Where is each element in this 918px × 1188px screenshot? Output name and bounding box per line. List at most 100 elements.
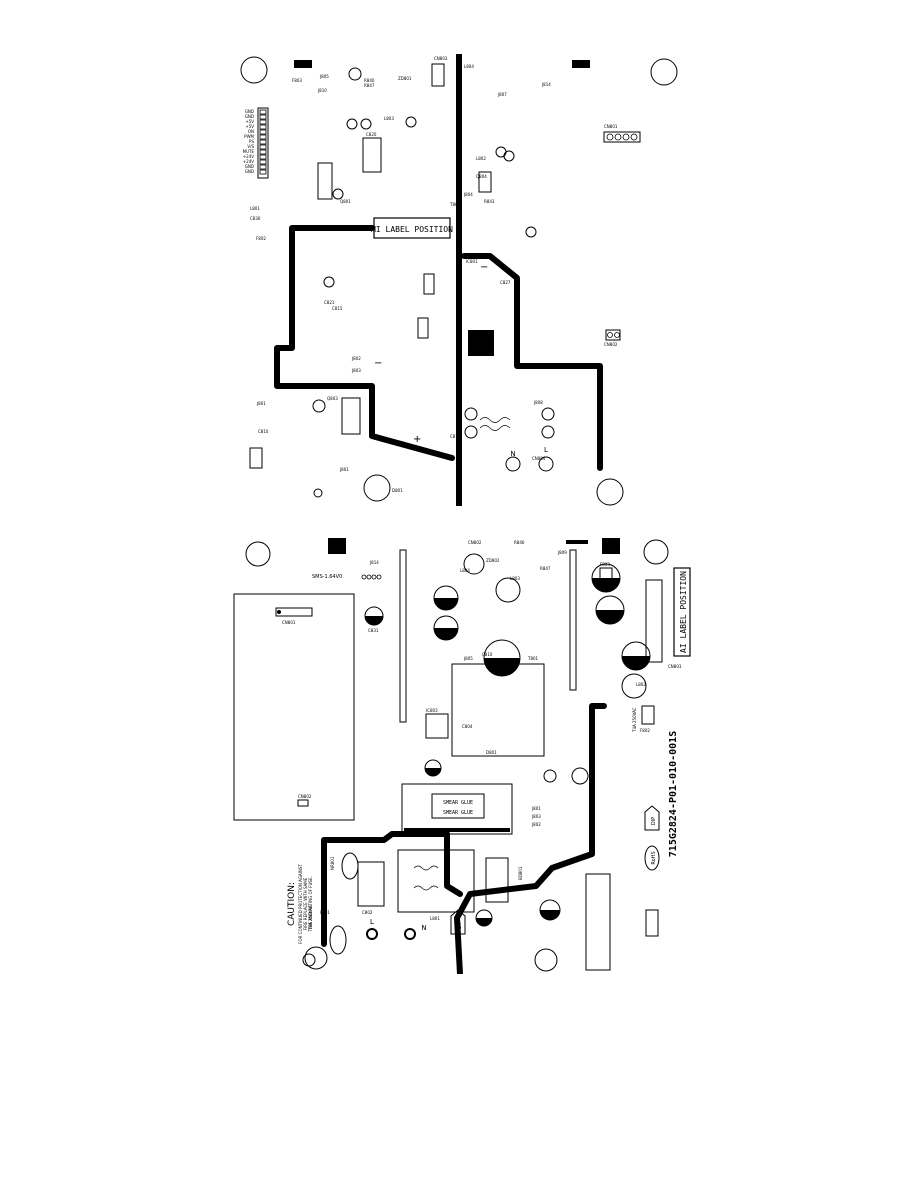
l801-coil-1 (413, 865, 439, 871)
b-left-trace (321, 831, 463, 947)
b-ref-c810: C810 (482, 652, 493, 657)
smear-glue-1: SMEAR GLUE (443, 800, 473, 806)
ic-block-center (423, 273, 435, 295)
ref-zd801: ZD801 (398, 76, 412, 81)
b-header-left (399, 549, 407, 723)
ic-block-right (478, 171, 492, 193)
ref-r843: R843 (484, 199, 495, 204)
b-smd-note: SMS-1.64V0 (312, 574, 342, 580)
capacitor-right-3 (525, 226, 537, 238)
part-number: 715G2824-P01-010-001S (668, 731, 679, 857)
b-ref-cn802: CN802 (298, 794, 312, 799)
pin-label-5: PWM (244, 134, 254, 139)
ref-j805: J805 (319, 74, 329, 79)
capacitor-bottom-b (464, 425, 478, 439)
ai-label-box (673, 567, 691, 657)
pin-label-4: ON (248, 129, 254, 134)
cap-c820 (433, 615, 459, 641)
cap-c804 (621, 641, 651, 671)
inductor-bottom-1 (479, 417, 511, 423)
left-power-trace (274, 225, 455, 461)
cap-c830 (591, 563, 621, 593)
cap-c824 (539, 899, 561, 921)
mounting-hole-b-top-right (643, 539, 669, 565)
b-ref-c804: C804 (462, 724, 473, 729)
capacitor-top-2 (346, 118, 358, 130)
terminal-l-label: L (544, 446, 548, 454)
ref-cn804: CN804 (532, 456, 546, 461)
b-ref-l804: L804 (460, 568, 470, 573)
ic-package (468, 330, 494, 356)
capacitor-bottom-c (541, 407, 555, 421)
pin-label-2: +5V (245, 119, 254, 124)
capacitor-right-2 (503, 150, 515, 162)
b-terminal-l-label: L (370, 918, 374, 926)
b-fuse-rating-f802: T4A 250VAC (632, 707, 637, 733)
b-ref-j809: J809 (557, 550, 567, 555)
cn-small-connector (605, 329, 621, 341)
top-board: GND GND +5V +5V ON PWM PS V/S MUTE +24V … (232, 48, 692, 510)
ref-q801: Q801 (340, 199, 351, 204)
b-ref-nr801: NR801 (330, 856, 335, 870)
cap-c802 (424, 759, 442, 777)
ref-q803: Q803 (327, 396, 338, 401)
ic-block-left (317, 162, 333, 200)
caution-block: CAUTION: FOR CONTINUED PROTECTION AGAINS… (287, 864, 313, 944)
ref-c820: C820 (366, 132, 377, 137)
polarity-plus-1: + (413, 434, 421, 445)
b-ref-t801: T801 (527, 656, 539, 661)
b-ref-c831: C831 (368, 628, 379, 633)
b-ref-r846: R846 (514, 540, 525, 545)
ref-r847: R847 (364, 83, 375, 88)
b-ref-j814: J814 (369, 560, 379, 565)
inductor-bottom-2 (479, 425, 511, 431)
ref-j803: J803 (351, 368, 361, 373)
mounting-hole-top-left (240, 56, 268, 84)
cn-right-connector (603, 131, 641, 143)
ref-r840: R840 (364, 78, 375, 83)
ref-nr801: J808 (533, 400, 543, 405)
ref-l802: L802 (476, 156, 486, 161)
terminal-n-ring (505, 456, 521, 472)
b-ref-bd801: BD801 (518, 866, 523, 880)
ref-cn802: CN802 (604, 342, 618, 347)
transformer-t801 (451, 663, 545, 757)
top-board-drawing: GND GND +5V +5V ON PWM PS V/S MUTE +24V … (240, 54, 678, 506)
top-marker-left (294, 60, 312, 68)
polarity-minus-2: − (480, 262, 488, 273)
dip-mark-right: DIP (644, 805, 660, 831)
dip-text-bottom: DIP (457, 921, 463, 929)
ic-block-center-2 (417, 317, 429, 339)
b-ref-c802: C802 (362, 910, 373, 915)
bridge-bd801 (485, 857, 509, 903)
caution-title: CAUTION: (287, 882, 297, 926)
ref-j807: J807 (497, 92, 507, 97)
bottom-board: CN801 CN802 SMS-1.64V0 J814 C831 C810 (232, 532, 692, 977)
center-bus-trace (456, 54, 462, 506)
x-capacitor (357, 861, 385, 907)
caution-line-2: FIRE REPLACE WITH SAME (303, 877, 308, 930)
capacitor-bottom-left (313, 488, 323, 498)
bottom-board-drawing: CN801 CN802 SMS-1.64V0 J814 C831 C810 (233, 538, 691, 977)
l801-coil-2 (413, 885, 439, 891)
ref-c821: C821 (324, 300, 335, 305)
capacitor-top-1 (348, 67, 362, 81)
transformer-block-top (362, 137, 382, 173)
capacitor-bottom-d (541, 425, 555, 439)
fuse-f802 (641, 705, 655, 725)
cn-right-connector-pins (606, 133, 638, 141)
ref-c827: C827 (500, 280, 511, 285)
line-filter-l801 (397, 849, 475, 913)
terminal-n-label: N (510, 450, 515, 458)
pin-label-1: GND (245, 114, 254, 119)
b-marker-right (602, 538, 620, 554)
cap-c831 (364, 606, 384, 626)
b-ref-d801: D801 (486, 750, 497, 755)
b-smd-chain (361, 574, 382, 580)
ref-c815: C815 (332, 306, 343, 311)
cap-c827 (433, 585, 459, 611)
b-marker-bar (566, 540, 588, 544)
nr801-thermistor (341, 852, 359, 880)
mounting-hole-b-bottom-right (534, 948, 558, 972)
ref-c830: C830 (250, 216, 261, 221)
